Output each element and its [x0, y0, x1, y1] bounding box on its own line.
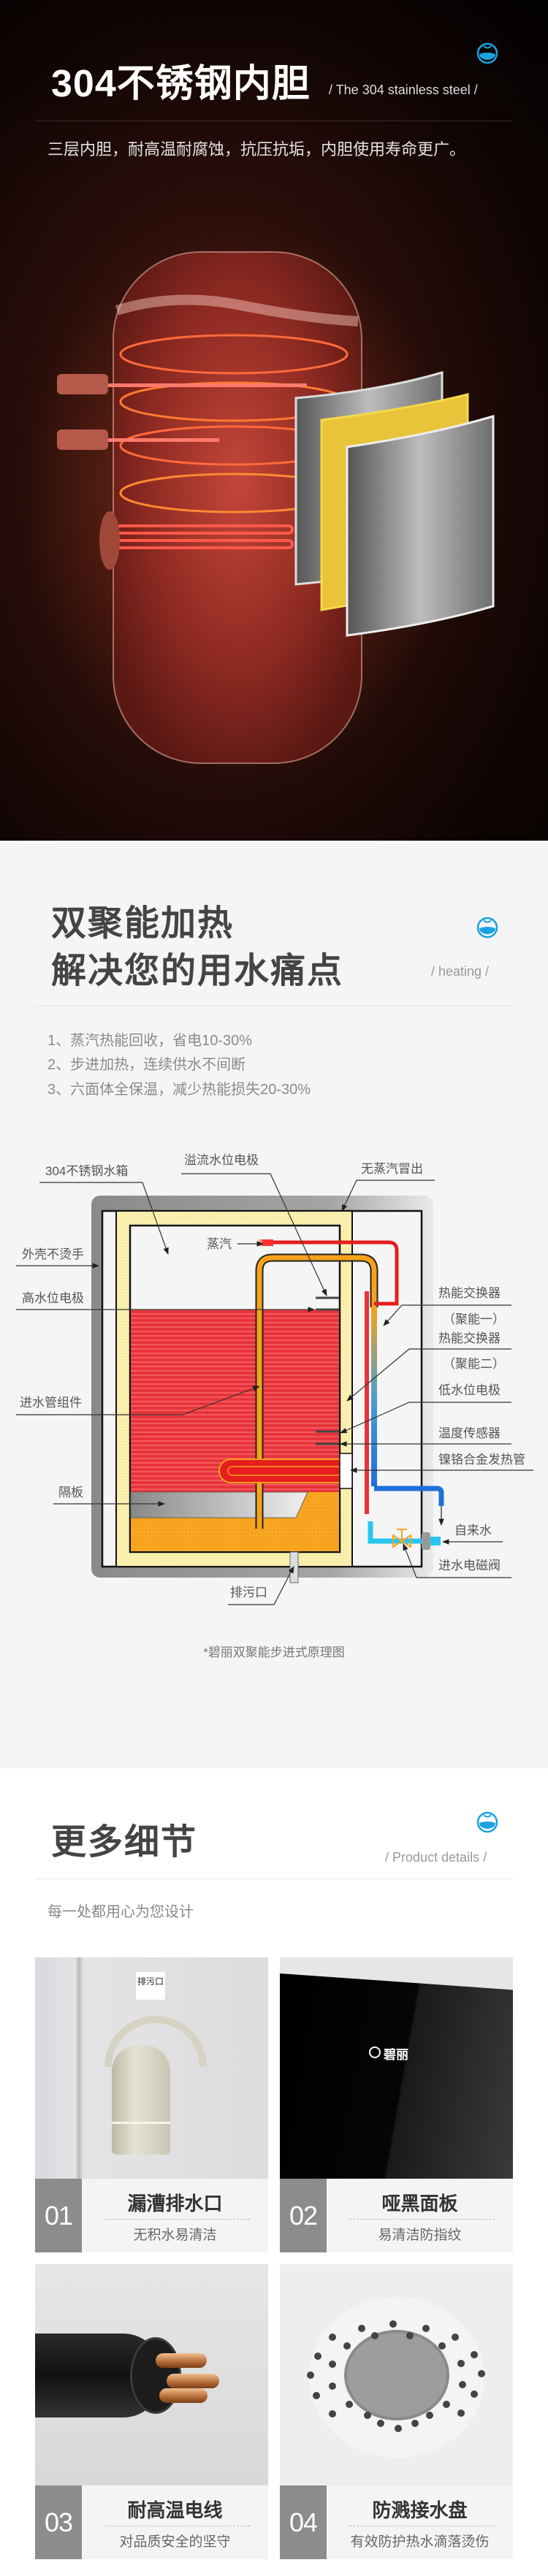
card-number: 04 [280, 2485, 327, 2559]
drain-outlet-photo: 排污口 [35, 1957, 268, 2179]
brand-logo-icon [476, 42, 498, 64]
card-number: 03 [35, 2485, 82, 2559]
card-number: 02 [280, 2179, 327, 2252]
electrodes [316, 1296, 339, 1445]
label-exchanger2: 热能交换器 [438, 1331, 501, 1345]
label-valve: 进水电磁阀 [438, 1559, 501, 1572]
label-exchanger1-note: （聚能一） [443, 1312, 505, 1326]
section-subtitle: / The 304 stainless steel / [329, 83, 478, 97]
drip-tray-photo [280, 2264, 513, 2485]
detail-card: 03 耐高温电线 对品质安全的坚守 [35, 2264, 268, 2559]
solenoid-valve [392, 1529, 411, 1548]
brand-logo-icon [476, 1811, 498, 1833]
inlet-pipe [256, 1255, 377, 1529]
label-tank: 304不锈钢水箱 [45, 1164, 128, 1178]
card-title: 耐高温电线 [127, 2499, 223, 2521]
card-title: 防溅接水盘 [372, 2499, 468, 2521]
label-steam: 蒸汽 [207, 1237, 232, 1251]
section-title: 304不锈钢内胆 [51, 63, 311, 105]
label-drain: 排污口 [230, 1586, 267, 1600]
steam-pipe [270, 1240, 399, 1306]
card-subtitle: 有效防护热水滴落烫伤 [350, 2534, 490, 2550]
partition-plate [130, 1491, 308, 1518]
label-exchanger2-note: （聚能二） [443, 1357, 505, 1371]
heating-rods [57, 374, 307, 570]
label-temp-sensor: 温度传感器 [438, 1426, 501, 1440]
label-inlet-pipe: 进水管组件 [20, 1396, 82, 1410]
card-number: 01 [35, 2179, 82, 2252]
card-title: 哑黑面板 [381, 2193, 458, 2214]
leader-lines [16, 1173, 533, 1605]
label-high-level: 高水位电极 [22, 1291, 84, 1305]
section-title-line2: 解决您的用水痛点 [51, 952, 344, 990]
label-tap-water: 自来水 [454, 1524, 492, 1537]
section-title-line1: 双聚能加热 [51, 904, 235, 943]
header-shade [0, 0, 548, 190]
feature-point: 3、六面体全保温，减少热能损失20-30% [47, 1082, 311, 1098]
diagram-caption: *碧丽双聚能步进式原理图 [203, 1646, 345, 1659]
black-panel-photo: 碧丽 [280, 1957, 513, 2179]
card-title: 漏漕排水口 [127, 2193, 223, 2214]
detail-card: 碧丽 02 哑黑面板 易清洁防指纹 [280, 1957, 513, 2252]
label-low-level: 低水位电极 [438, 1383, 501, 1397]
label-exchanger1: 热能交换器 [438, 1286, 501, 1300]
feature-point: 1、蒸汽热能回收，省电10-30% [47, 1033, 253, 1049]
section-subtitle: / heating / [431, 964, 490, 979]
card-subtitle: 无积水易清洁 [133, 2228, 217, 2243]
section-description: 三层内胆，耐高温耐腐蚀，抗压抗垢，内胆使用寿命更广。 [47, 140, 466, 158]
heating-element [218, 1459, 351, 1483]
card-subtitle: 对品质安全的坚守 [119, 2534, 231, 2550]
detail-card: 排污口 01 漏漕排水口 无积水易清洁 [35, 1957, 268, 2252]
feature-point: 2、步进加热，连续供水不间断 [47, 1057, 246, 1073]
brand-logo-icon [476, 917, 498, 939]
cold-water-inlet [368, 1521, 427, 1544]
label-overflow: 溢流水位电极 [184, 1153, 259, 1167]
three-layer-panels [294, 370, 495, 637]
heating-principle-diagram: 304不锈钢水箱 溢流水位电极 无蒸汽冒出 外壳不烫手 高水位电极 蒸汽 热能交… [16, 1153, 533, 1659]
section-title: 更多细节 [51, 1823, 198, 1862]
section-subtitle: / Product details / [385, 1850, 487, 1865]
label-shell: 外壳不烫手 [22, 1247, 84, 1261]
label-no-steam: 无蒸汽冒出 [361, 1162, 423, 1176]
inner-tank-illustration [22, 226, 495, 781]
detail-card: 04 防溅接水盘 有效防护热水滴落烫伤 [280, 2264, 513, 2559]
cable-photo [35, 2264, 268, 2485]
exchanger-tube [365, 1291, 369, 1514]
card-subtitle: 易清洁防指纹 [378, 2228, 462, 2243]
section-description: 每一处都用心为您设计 [47, 1904, 194, 1920]
brand-logo-icon [369, 2046, 381, 2058]
label-heater: 镍铬合金发热管 [438, 1453, 525, 1467]
hot-water-outlet [374, 1486, 444, 1506]
exchanger-pipe [371, 1307, 377, 1486]
drain-sticker: 排污口 [136, 1972, 165, 2000]
diagram-labels: 304不锈钢水箱 溢流水位电极 无蒸汽冒出 外壳不烫手 高水位电极 蒸汽 热能交… [20, 1153, 525, 1600]
label-partition: 隔板 [58, 1486, 83, 1499]
panel-brand: 碧丽 [384, 2048, 408, 2062]
